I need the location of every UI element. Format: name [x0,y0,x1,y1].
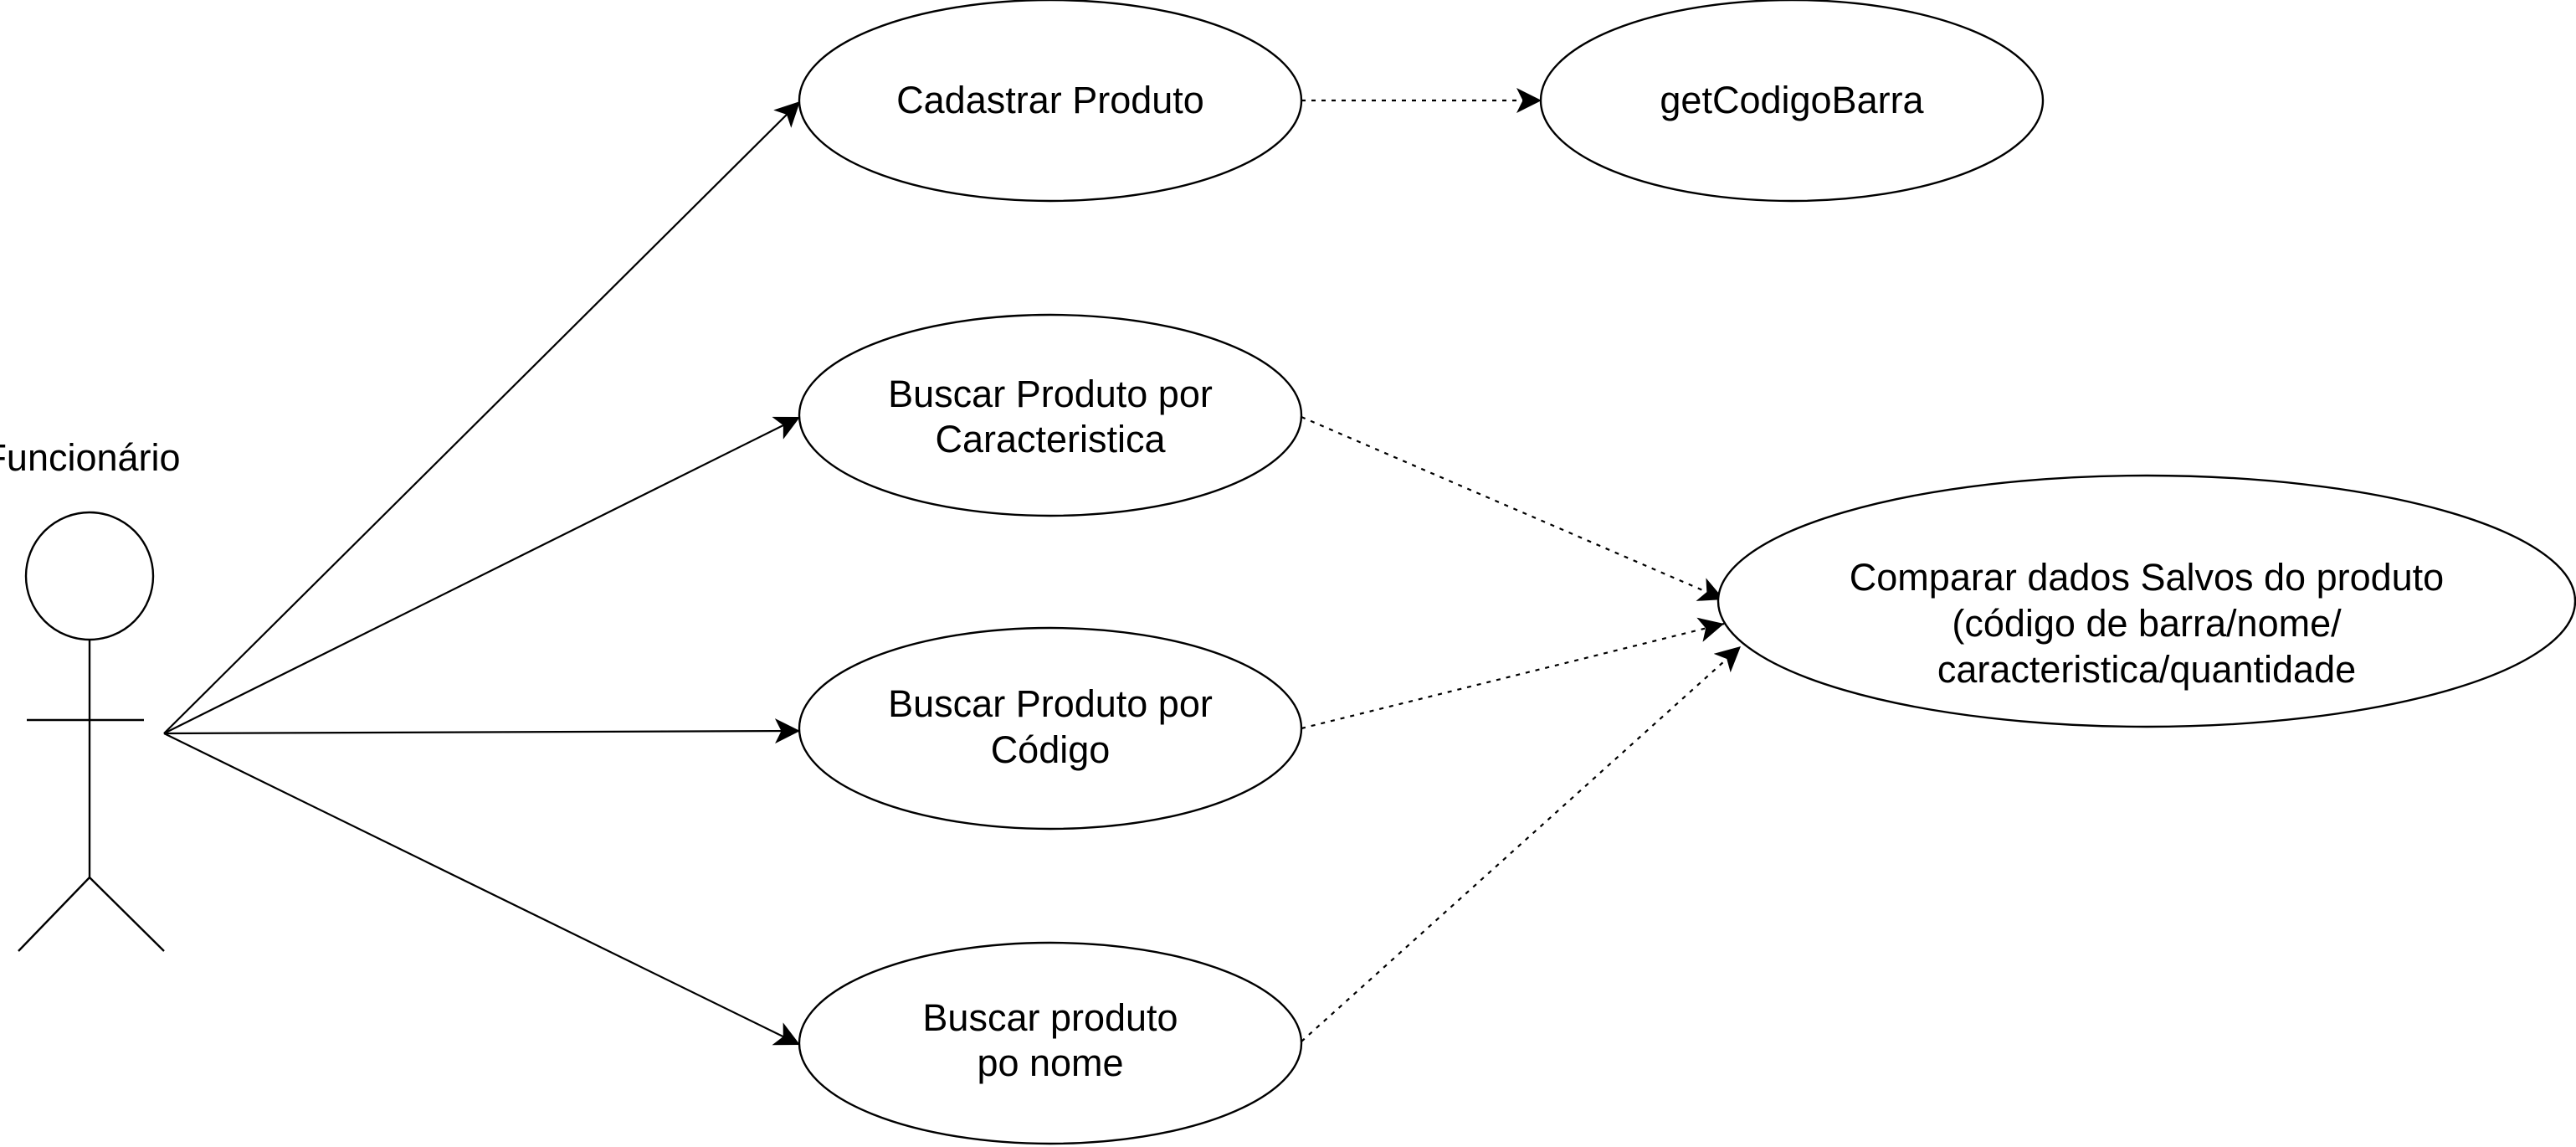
use-case-comparar-dados: Comparar dados Salvos do produto (código… [1716,474,2576,728]
use-case-buscar-caracteristica: Buscar Produto por Caracteristica [798,313,1303,517]
svg-text:Código: Código [991,728,1111,771]
actor-funcionario: Funcionário [0,436,181,952]
association-buscar-nome [163,733,801,1046]
svg-text:Funcionário: Funcionário [0,436,181,479]
svg-text:Buscar Produto por: Buscar Produto por [888,373,1213,415]
association-buscar-caracteristica [163,416,801,734]
use-case-label: Cadastrar Produto [896,79,1204,121]
association-buscar-codigo [163,718,801,744]
use-case-label: getCodigoBarra [1660,79,1924,121]
actor-left-leg [18,877,90,952]
use-case-label: Buscar Produto por [888,373,1213,415]
svg-text:po nome: po nome [977,1042,1123,1084]
dependency-caracteristica-comparar [1301,415,1725,601]
actor-name: Funcionário [0,436,181,479]
use-case-label: Buscar Produto por [888,682,1213,725]
use-case-getcodigobarra: getCodigoBarra [1539,0,2045,203]
use-case-buscar-codigo: Buscar Produto por Código [798,626,1303,831]
svg-text:Caracteristica: Caracteristica [935,418,1166,460]
svg-text:Cadastrar Produto: Cadastrar Produto [896,79,1204,121]
actor-right-leg [89,877,165,952]
use-case-label: (código de barra/nome/ [1952,602,2342,645]
svg-text:caracteristica/quantidade: caracteristica/quantidade [1937,648,2356,691]
association-cadastrar [163,100,801,734]
actor-head [24,511,155,641]
svg-text:Comparar dados Salvos do produ: Comparar dados Salvos do produto [1850,556,2444,599]
use-case-buscar-nome: Buscar produto po nome [798,941,1303,1145]
use-case-label: caracteristica/quantidade [1937,648,2356,691]
use-case-label: Código [991,728,1111,771]
dependency-nome-comparar [1301,646,1742,1042]
use-case-label: Caracteristica [935,418,1166,460]
svg-text:(código de barra/nome/: (código de barra/nome/ [1952,602,2342,645]
svg-text:getCodigoBarra: getCodigoBarra [1660,79,1924,121]
use-case-cadastrar-produto: Cadastrar Produto [798,0,1303,203]
svg-text:Buscar Produto por: Buscar Produto por [888,682,1213,725]
use-case-label: Buscar produto [922,996,1178,1039]
use-case-label: Comparar dados Salvos do produto [1850,556,2444,599]
use-case-label: po nome [977,1042,1123,1084]
svg-text:Buscar produto: Buscar produto [922,996,1178,1039]
dependency-codigo-comparar [1301,617,1725,730]
